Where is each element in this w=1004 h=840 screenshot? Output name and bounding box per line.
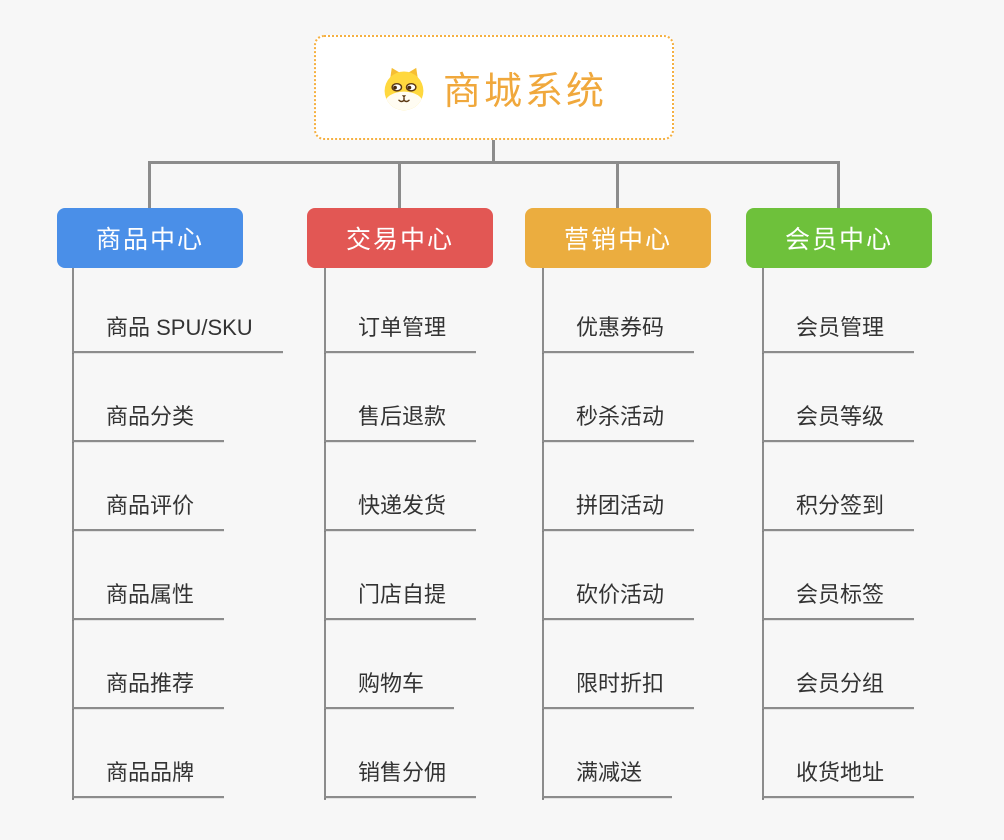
item-label: 优惠券码 <box>542 310 695 353</box>
item-label: 商品属性 <box>72 577 225 620</box>
item-label: 会员管理 <box>762 310 915 353</box>
item-label: 会员标签 <box>762 577 915 620</box>
item-label: 积分签到 <box>762 488 915 531</box>
sub-item[interactable]: 商品 SPU/SKU <box>72 268 283 353</box>
connector-stub <box>616 161 619 209</box>
connector-stub <box>398 161 401 209</box>
sub-item[interactable]: 秒杀活动 <box>542 353 695 442</box>
item-label: 限时折扣 <box>542 666 695 709</box>
sub-item[interactable]: 积分签到 <box>762 442 915 531</box>
sub-item[interactable]: 砍价活动 <box>542 531 695 620</box>
sub-item[interactable]: 会员等级 <box>762 353 915 442</box>
branch-items-column: 会员管理 会员等级 积分签到 会员标签 会员分组 收货地址 <box>762 268 915 798</box>
sub-item[interactable]: 快递发货 <box>324 442 477 531</box>
connector-stub <box>837 161 840 209</box>
item-label: 快递发货 <box>324 488 477 531</box>
trunk-line <box>324 268 326 800</box>
sub-item[interactable]: 会员管理 <box>762 268 915 353</box>
sub-item[interactable]: 订单管理 <box>324 268 477 353</box>
shiba-dog-icon <box>384 67 424 110</box>
trunk-line <box>762 268 764 800</box>
sub-item[interactable]: 会员标签 <box>762 531 915 620</box>
branch-items-column: 优惠券码 秒杀活动 拼团活动 砍价活动 限时折扣 满减送 <box>542 268 695 798</box>
sub-item[interactable]: 门店自提 <box>324 531 477 620</box>
item-label: 会员分组 <box>762 666 915 709</box>
connector-bar <box>148 161 840 164</box>
item-label: 订单管理 <box>324 310 477 353</box>
sub-item[interactable]: 商品品牌 <box>72 709 283 798</box>
item-label: 购物车 <box>324 666 455 709</box>
root-node[interactable]: 商城系统 <box>314 35 674 140</box>
sub-item[interactable]: 销售分佣 <box>324 709 477 798</box>
connector-stub <box>148 161 151 209</box>
item-label: 秒杀活动 <box>542 399 695 442</box>
item-label: 收货地址 <box>762 755 915 798</box>
sub-item[interactable]: 购物车 <box>324 620 476 709</box>
branch-items-column: 订单管理 售后退款 快递发货 门店自提 购物车 销售分佣 <box>324 268 477 798</box>
sub-item[interactable]: 优惠券码 <box>542 268 695 353</box>
item-label: 门店自提 <box>324 577 477 620</box>
branch-items-column: 商品 SPU/SKU 商品分类 商品评价 商品属性 商品推荐 商品品牌 <box>72 268 283 798</box>
item-label: 销售分佣 <box>324 755 477 798</box>
branch-node[interactable]: 会员中心 <box>746 208 932 268</box>
item-label: 商品分类 <box>72 399 225 442</box>
item-label: 拼团活动 <box>542 488 695 531</box>
sub-item[interactable]: 会员分组 <box>762 620 915 709</box>
item-label: 商品评价 <box>72 488 225 531</box>
sub-item[interactable]: 售后退款 <box>324 353 477 442</box>
sub-item[interactable]: 收货地址 <box>762 709 915 798</box>
branch-node[interactable]: 营销中心 <box>525 208 711 268</box>
trunk-line <box>542 268 544 800</box>
sub-item[interactable]: 商品属性 <box>72 531 283 620</box>
item-label: 砍价活动 <box>542 577 695 620</box>
item-label: 商品 SPU/SKU <box>72 310 283 353</box>
sub-item[interactable]: 限时折扣 <box>542 620 695 709</box>
connector-root-stub <box>492 140 495 163</box>
sub-item[interactable]: 拼团活动 <box>542 442 695 531</box>
sub-item[interactable]: 满减送 <box>542 709 694 798</box>
sub-item[interactable]: 商品分类 <box>72 353 283 442</box>
branch-node[interactable]: 商品中心 <box>57 208 243 268</box>
root-title: 商城系统 <box>442 71 607 113</box>
item-label: 会员等级 <box>762 399 915 442</box>
sub-item[interactable]: 商品推荐 <box>72 620 283 709</box>
item-label: 商品推荐 <box>72 666 225 709</box>
branch-node[interactable]: 交易中心 <box>307 208 493 268</box>
item-label: 售后退款 <box>324 399 477 442</box>
item-label: 商品品牌 <box>72 755 225 798</box>
trunk-line <box>72 268 74 800</box>
sub-item[interactable]: 商品评价 <box>72 442 283 531</box>
item-label: 满减送 <box>542 755 673 798</box>
